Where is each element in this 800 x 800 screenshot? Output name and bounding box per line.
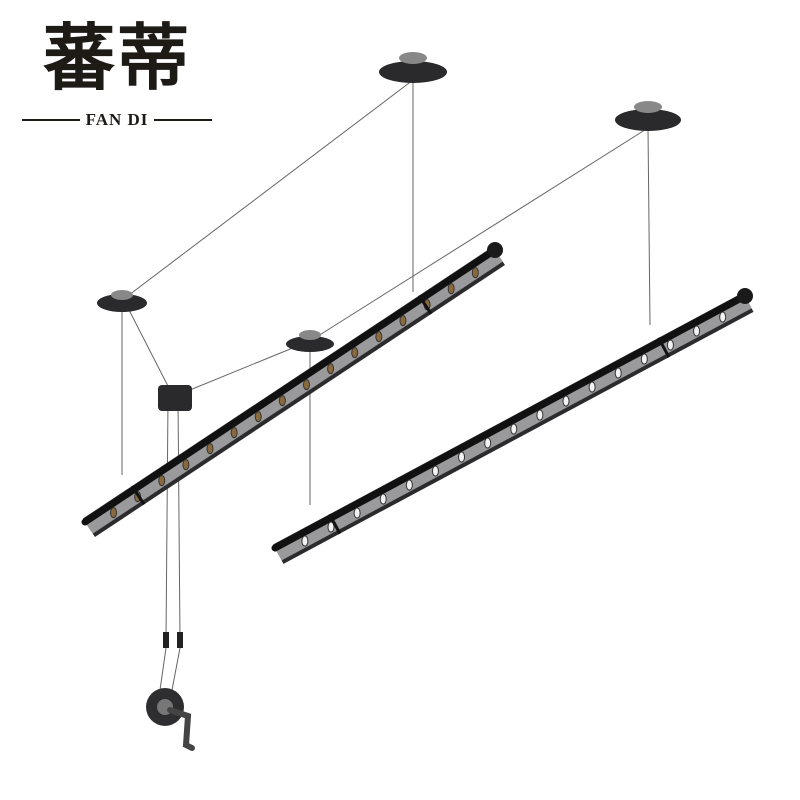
rack-bar-hole [353, 507, 361, 519]
rack-bar-hole [405, 479, 413, 491]
rack-bar-panel [86, 251, 503, 534]
rack-bars [81, 242, 754, 564]
pull-weights [163, 632, 183, 648]
rack-bar-hole [351, 347, 359, 359]
logo-chinese: 蕃蒂 [42, 15, 191, 100]
rack-bar-hole [182, 459, 190, 471]
rack-bar-hole [640, 353, 648, 365]
rack-bar-joint [417, 294, 433, 315]
rack-bar-hole [158, 475, 166, 487]
rack-bar-hole [301, 535, 309, 547]
cables [121, 79, 651, 691]
rack-bar-hole [614, 367, 622, 379]
rack-bar-hole [110, 507, 118, 519]
rack-bar-hole [206, 443, 214, 455]
rack-bar-hole [278, 395, 286, 407]
logo-rule-left [22, 119, 80, 121]
rack-bar-hole [536, 409, 544, 421]
rack-bar-hole [399, 315, 407, 327]
rack-bar-hole [458, 451, 466, 463]
rack-bar-hole [562, 395, 570, 407]
rack-bar-hole [666, 339, 674, 351]
rack-bar-end-cap [487, 242, 503, 258]
rack-bar-joint [657, 337, 671, 358]
rack-bar-hole [510, 423, 518, 435]
rack-bar-hole [719, 311, 727, 323]
rack-bar-hole [431, 465, 439, 477]
ceiling-mounts [97, 52, 681, 411]
rack-bar-hole [375, 331, 383, 343]
logo-rule-right [154, 119, 213, 121]
rack-bar-hole [447, 283, 455, 295]
rack-bar-hole [588, 381, 596, 393]
hand-crank [146, 688, 195, 751]
rack-bar-hole [302, 379, 310, 391]
brand-logo: 蕃蒂 FAN DI [22, 14, 213, 130]
rack-bar-top-rail [271, 292, 749, 552]
rack-bar-joint [130, 485, 146, 506]
rack-bar-end-cap [737, 288, 753, 304]
rack-bar-hole [230, 427, 238, 439]
logo-english: FAN DI [85, 110, 149, 129]
rack-bar-joint [328, 513, 342, 535]
rack-bar-hole [327, 363, 335, 375]
rack-bar-hole [471, 267, 479, 279]
rack-bar-hole [693, 325, 701, 337]
rack-bar-top-rail [81, 246, 499, 526]
rack-bar-hole [254, 411, 262, 423]
rack-bar-hole [327, 521, 335, 533]
rack-bar-hole [379, 493, 387, 505]
rack-bar-hole [484, 437, 492, 449]
